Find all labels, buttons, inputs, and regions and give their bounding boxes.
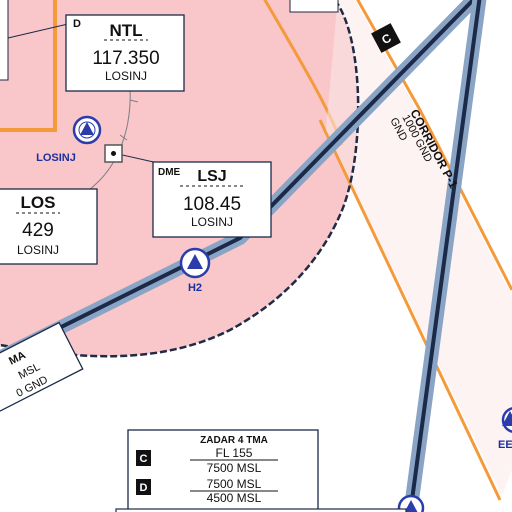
ntl-letter: D (73, 18, 81, 30)
right-edge-point-label: EE (498, 439, 512, 451)
airway-diagonal (0, 0, 483, 366)
lsj-name: LOSINJ (191, 215, 233, 229)
ntl-navaid-box: D NTL 117.350 LOSINJ (65, 14, 185, 92)
tma-boundary (0, 0, 360, 358)
top-info-box (289, 0, 339, 13)
zadar-tma-title: ZADAR 4 TMA (200, 435, 268, 446)
airway-vertical (403, 0, 487, 512)
lsj-frequency: 108.45 (183, 194, 241, 215)
restricted-zone-boundary (0, 0, 57, 132)
bottom-info-box (115, 508, 407, 512)
corridor-p1-left-boundary (318, 119, 502, 501)
los-code: LOS (21, 193, 56, 212)
ntl-code: NTL (109, 21, 142, 40)
lsj-tag: DME (158, 167, 181, 178)
h2-point-label: H2 (188, 282, 202, 294)
losinj-point-icon (72, 115, 102, 145)
zadar-class-c-letter: C (140, 453, 148, 465)
zadar-c-upper: FL 155 (216, 446, 253, 460)
lsj-dme-box: DME LSJ 108.45 LOSINJ (152, 161, 272, 238)
ntl-name: LOSINJ (105, 69, 147, 83)
right-edge-point-icon (501, 407, 512, 433)
ntl-frequency: 117.350 (92, 48, 159, 69)
dme-square-icon (104, 144, 123, 163)
zadar-class-d-badge (136, 479, 151, 495)
zadar-tma-box: ZADAR 4 TMA C FL 155 7500 MSL D 7500 MSL… (127, 429, 319, 512)
leader-line-top (7, 23, 69, 39)
dme-leader-line (117, 153, 159, 164)
losinj-point-label: LOSINJ (36, 152, 76, 164)
bottom-point-icon (397, 494, 425, 512)
zadar-class-c-badge (136, 450, 151, 466)
h2-point-icon (179, 247, 211, 279)
left-tma-box (0, 321, 84, 416)
lsj-code: LSJ (197, 168, 226, 185)
corridor-p1-fill (326, 0, 512, 496)
zadar-d-lower: 4500 MSL (207, 491, 262, 505)
los-name: LOSINJ (17, 243, 59, 257)
corridor-class-badge: C (371, 23, 401, 53)
los-frequency: 429 (22, 220, 54, 241)
zadar-c-lower: 7500 MSL (207, 461, 262, 475)
los-ndb-box: LOS 429 LOSINJ (0, 188, 98, 265)
zadar-d-upper: 7500 MSL (207, 477, 262, 491)
zadar-class-d-letter: D (140, 482, 148, 494)
